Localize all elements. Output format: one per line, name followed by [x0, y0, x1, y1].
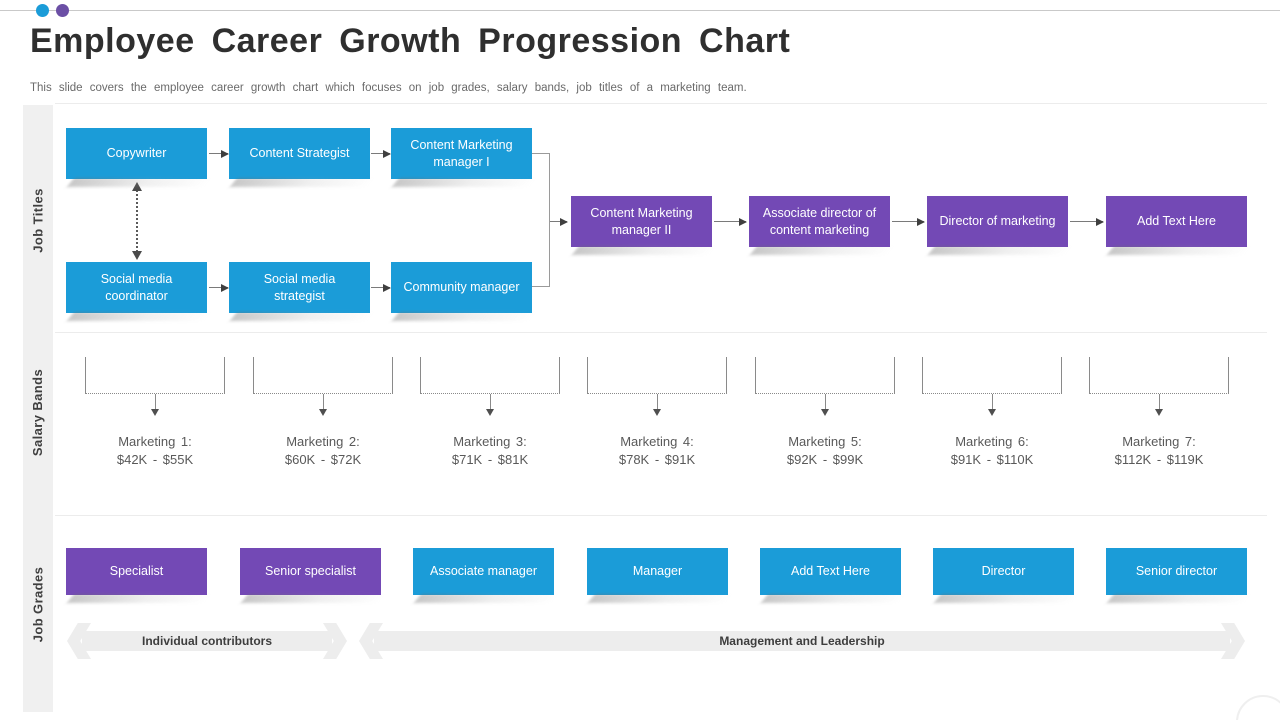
page-title: Employee Career Growth Progression Chart [30, 22, 791, 60]
job-title-box-copywriter[interactable]: Copywriter [66, 128, 207, 179]
box-label: Senior director [1135, 564, 1218, 579]
band-name: Marketing 2: [286, 434, 360, 449]
job-title-box-social-media-coordinator[interactable]: Social media coordinator [66, 262, 207, 313]
box-label: Associate director of content marketing [762, 206, 877, 237]
page-subtitle: This slide covers the employee career gr… [30, 82, 747, 94]
band-range: $92K - $99K [786, 452, 864, 467]
flow-arrow-icon [1070, 218, 1104, 226]
salary-band-label: Marketing 3: $71K - $81K [410, 433, 570, 469]
box-label: Director [981, 564, 1026, 579]
job-title-box-add-text-here[interactable]: Add Text Here [1106, 196, 1247, 247]
box-label: Manager [632, 564, 683, 579]
box-label: Add Text Here [1137, 214, 1216, 229]
job-grade-box-associate-manager[interactable]: Associate manager [413, 548, 554, 595]
job-grade-box-senior-director[interactable]: Senior director [1106, 548, 1247, 595]
job-grade-box-senior-specialist[interactable]: Senior specialist [240, 548, 381, 595]
section-sidebar [23, 105, 53, 712]
salary-band-label: Marketing 2: $60K - $72K [243, 433, 403, 469]
band-name: Marketing 7: [1122, 434, 1196, 449]
job-title-box-content-strategist[interactable]: Content Strategist [229, 128, 370, 179]
section-divider [55, 332, 1267, 333]
box-label: Content Marketing manager II [590, 206, 693, 237]
accent-dot-blue-icon [36, 4, 49, 17]
band-name: Marketing 5: [788, 434, 862, 449]
band-range: $71K - $81K [451, 452, 529, 467]
section-label-text: Salary Bands [30, 368, 46, 457]
box-label: Add Text Here [791, 564, 870, 579]
job-title-box-director-of-marketing[interactable]: Director of marketing [927, 196, 1068, 247]
section-label-job-grades: Job Grades [23, 548, 53, 660]
section-label-salary-bands: Salary Bands [23, 355, 53, 470]
band-range: $112K - $119K [1114, 452, 1204, 467]
salary-band-bracket-icon [1089, 357, 1229, 416]
box-label: Content Strategist [249, 146, 350, 161]
section-divider [55, 103, 1267, 104]
band-name: Marketing 4: [620, 434, 694, 449]
box-label: Senior specialist [264, 564, 356, 579]
box-label: Specialist [109, 564, 164, 579]
section-label-job-titles: Job Titles [23, 128, 53, 313]
flow-arrow-icon [892, 218, 925, 226]
salary-band-label: Marketing 7: $112K - $119K [1079, 433, 1239, 469]
salary-band-label: Marketing 4: $78K - $91K [577, 433, 737, 469]
job-grade-box-specialist[interactable]: Specialist [66, 548, 207, 595]
job-grade-box-manager[interactable]: Manager [587, 548, 728, 595]
job-grade-box-director[interactable]: Director [933, 548, 1074, 595]
flow-arrow-icon [714, 218, 747, 226]
box-label: Content Marketing manager I [410, 138, 513, 169]
management-leadership-arrow: Management and Leadership [374, 631, 1230, 651]
salary-band-label: Marketing 5: $92K - $99K [745, 433, 905, 469]
job-grade-box-add-text-here[interactable]: Add Text Here [760, 548, 901, 595]
section-divider [55, 515, 1267, 516]
section-label-text: Job Grades [30, 566, 46, 642]
merge-bracket-connector [532, 153, 550, 287]
band-name: Marketing 1: [118, 434, 192, 449]
individual-contributors-arrow: Individual contributors [82, 631, 332, 651]
band-name: Marketing 3: [453, 434, 527, 449]
salary-band-bracket-icon [420, 357, 560, 416]
salary-band-bracket-icon [922, 357, 1062, 416]
band-range: $78K - $91K [618, 452, 696, 467]
box-label: Community manager [403, 280, 520, 295]
salary-band-bracket-icon [755, 357, 895, 416]
track-label: Individual contributors [141, 634, 272, 648]
job-title-box-social-media-strategist[interactable]: Social media strategist [229, 262, 370, 313]
top-rule [0, 10, 1280, 11]
section-label-text: Job Titles [30, 188, 46, 253]
job-title-box-associate-director[interactable]: Associate director of content marketing [749, 196, 890, 247]
box-label: Associate manager [429, 564, 537, 579]
band-range: $42K - $55K [116, 452, 194, 467]
box-label: Director of marketing [939, 214, 1056, 229]
box-label: Social media strategist [263, 272, 336, 303]
flow-arrow-icon [550, 218, 568, 226]
double-arrow-icon [132, 182, 142, 260]
track-label: Management and Leadership [719, 634, 885, 648]
salary-band-bracket-icon [253, 357, 393, 416]
accent-dot-purple-icon [56, 4, 69, 17]
box-label: Copywriter [106, 146, 167, 161]
flow-arrow-icon [371, 150, 391, 158]
job-title-box-content-marketing-manager-1[interactable]: Content Marketing manager I [391, 128, 532, 179]
job-title-box-content-marketing-manager-2[interactable]: Content Marketing manager II [571, 196, 712, 247]
band-range: $91K - $110K [950, 452, 1034, 467]
flow-arrow-icon [209, 284, 229, 292]
salary-band-bracket-icon [587, 357, 727, 416]
flow-arrow-icon [209, 150, 229, 158]
band-range: $60K - $72K [284, 452, 362, 467]
salary-band-label: Marketing 6: $91K - $110K [912, 433, 1072, 469]
salary-band-bracket-icon [85, 357, 225, 416]
box-label: Social media coordinator [100, 272, 173, 303]
band-name: Marketing 6: [955, 434, 1029, 449]
salary-band-label: Marketing 1: $42K - $55K [75, 433, 235, 469]
flow-arrow-icon [371, 284, 391, 292]
corner-circle-decoration [1236, 695, 1280, 720]
job-title-box-community-manager[interactable]: Community manager [391, 262, 532, 313]
